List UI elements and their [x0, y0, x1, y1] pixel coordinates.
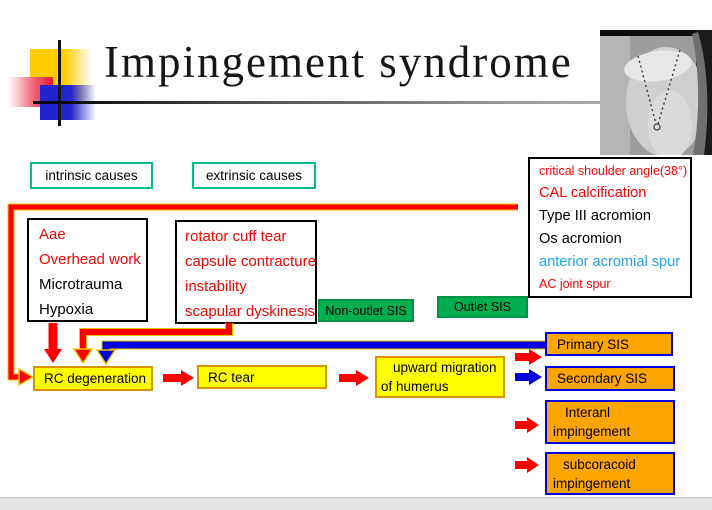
intrinsic-down-arrow [44, 323, 62, 363]
extrinsic-factors-box: critical shoulder angle(38°) CAL calcifi… [528, 157, 692, 298]
factor-critical-shoulder-angle: critical shoulder angle(38°) [539, 164, 688, 178]
subcoracoid-impingement-text: subcoracoid impingement [553, 456, 636, 491]
non-outlet-sis-tag: Non-outlet SIS [318, 299, 414, 322]
intrinsic-factors-box: Aae Overhead work Microtrauma Hypoxia [27, 218, 148, 322]
factor-anterior-acromial-spur: anterior acromial spur [539, 254, 681, 270]
arrow-to-secondary-sis [515, 369, 542, 385]
extrinsic-causes-text: extrinsic causes [205, 168, 303, 183]
arrow-rcdeg-to-rctear [163, 370, 194, 386]
factor-hypoxia: Hypoxia [39, 301, 94, 318]
primary-sis-text: Primary SIS [557, 336, 630, 352]
subcoracoid-impingement-box: subcoracoid impingement [545, 452, 675, 495]
factor-overhead-work: Overhead work [39, 251, 141, 268]
arrow-rctear-to-migration [339, 370, 369, 386]
factor-cal-calcification: CAL calcification [539, 185, 647, 201]
factor-aae: Aae [39, 226, 66, 243]
slide-title: Impingement syndrome [104, 37, 573, 87]
factor-os-acromion: Os acromion [539, 231, 622, 247]
factor-instability: instability [185, 278, 247, 295]
factor-capsule-contracture: capsule contracture [185, 253, 316, 270]
decoration-vertical-line [58, 40, 61, 126]
factor-ac-joint-spur: AC joint spur [539, 277, 611, 291]
extrinsic-causes-label: extrinsic causes [192, 162, 316, 189]
arrow-to-primary-sis [515, 349, 542, 365]
arrow-to-subcoracoid-impingement [515, 457, 539, 473]
primary-sis-box: Primary SIS [545, 332, 673, 356]
factor-rotator-cuff-tear: rotator cuff tear [185, 228, 287, 245]
secondary-sis-text: Secondary SIS [557, 371, 648, 386]
shoulder-xray-image [600, 30, 712, 155]
outlet-sis-text: Outlet SIS [454, 300, 511, 314]
non-outlet-sis-text: Non-outlet SIS [325, 303, 407, 318]
factor-microtrauma: Microtrauma [39, 276, 123, 293]
bottom-gray-bar [0, 497, 712, 510]
upward-migration-text: upward migration of humerus [381, 360, 497, 394]
intrinsic-causes-text: intrinsic causes [45, 168, 138, 183]
rc-tear-text: RC tear [208, 369, 255, 385]
decoration-horizontal-rule [33, 101, 712, 104]
secondary-sis-box: Secondary SIS [545, 366, 675, 391]
internal-impingement-text: Interanl impingement [553, 405, 631, 439]
rc-degeneration-box: RC degeneration [33, 366, 153, 391]
internal-impingement-box: Interanl impingement [545, 400, 675, 444]
intrinsic-causes-label: intrinsic causes [30, 162, 153, 189]
tendon-factors-box: rotator cuff tear capsule contracture in… [175, 220, 317, 324]
scapular-dyskinesis-connector [72, 323, 233, 365]
rc-tear-box: RC tear [197, 365, 327, 389]
rc-degeneration-text: RC degeneration [44, 371, 147, 386]
upward-migration-box: upward migration of humerus [375, 356, 505, 398]
factor-scapular-dyskinesis: scapular dyskinesis [185, 303, 316, 320]
outlet-sis-tag: Outlet SIS [437, 296, 528, 318]
arrow-to-internal-impingement [515, 417, 539, 433]
factor-type-iii-acromion: Type III acromion [539, 208, 651, 224]
